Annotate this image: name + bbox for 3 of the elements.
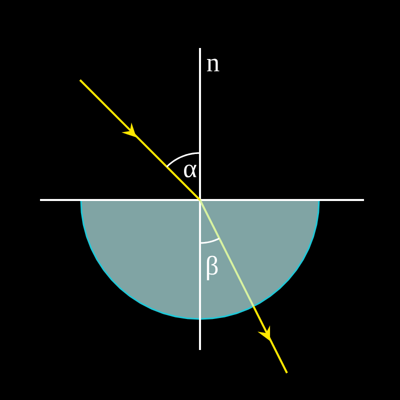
- angle-label: α: [184, 164, 196, 178]
- angle-label: β: [206, 256, 218, 280]
- normal-label: n: [206, 58, 220, 72]
